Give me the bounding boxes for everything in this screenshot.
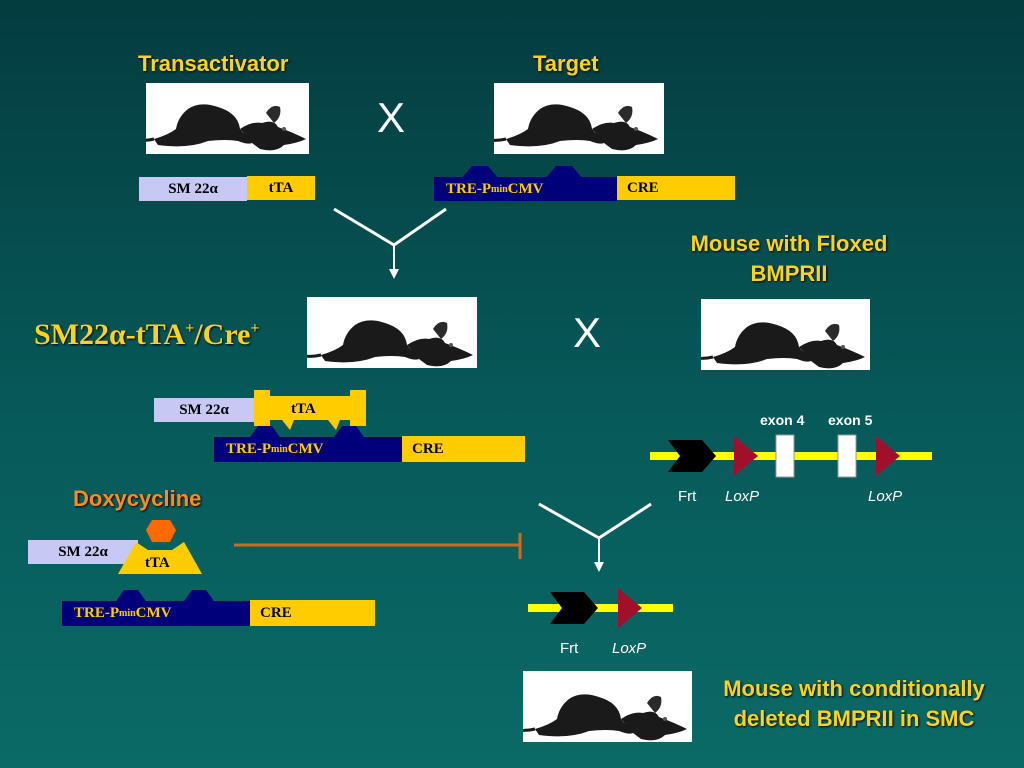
tta-label-middle: tTA: [291, 401, 316, 417]
cross-arrow-top: [333, 207, 447, 279]
tta-label-bottom: tTA: [145, 555, 170, 571]
floxed-mouse-image: [701, 299, 870, 370]
inhibition-line: [234, 533, 522, 559]
cross-symbol-middle: X: [573, 309, 602, 356]
doxycycline-label: Doxycycline: [73, 486, 202, 511]
cross-symbol-top: X: [377, 94, 406, 141]
loxp-label-floxed-2: LoxP: [868, 488, 903, 505]
target-label: Target: [533, 51, 599, 76]
cross-arrow-bottom: [538, 502, 652, 572]
cre-box-top: CRE: [617, 176, 735, 200]
floxed-locus: [650, 434, 932, 478]
exon4-label: exon 4: [760, 412, 805, 428]
floxed-mouse-label: Mouse with Floxed BMPRII: [690, 231, 888, 286]
target-mouse-image: [494, 83, 664, 154]
loxp-label-deleted: LoxP: [612, 640, 647, 657]
tre-bumps-top: [460, 166, 584, 180]
frt-label-floxed: Frt: [678, 488, 697, 505]
cre-box-bottom: CRE: [250, 600, 375, 626]
result-mouse-label: Mouse with conditionally deleted BMPRII …: [723, 676, 985, 731]
transactivator-mouse-image: [146, 83, 309, 154]
tta-box-top: tTA: [247, 176, 315, 200]
tta-doxy-complex: [118, 520, 202, 574]
frt-label-deleted: Frt: [560, 640, 579, 657]
deleted-locus: [528, 588, 673, 628]
double-transgenic-mouse-image: [307, 297, 477, 368]
tre-bumps-bottom: [114, 590, 216, 604]
cre-box-middle: CRE: [402, 436, 525, 462]
double-transgenic-label: SM22α-tTA+/Cre+: [34, 318, 260, 351]
loxp-label-floxed-1: LoxP: [725, 488, 760, 505]
tre-bumps-middle: [248, 426, 366, 440]
result-mouse-image: [523, 671, 692, 742]
transactivator-label: Transactivator: [138, 51, 289, 76]
tta-protein-middle: [254, 390, 366, 430]
exon5-label: exon 5: [828, 412, 873, 428]
